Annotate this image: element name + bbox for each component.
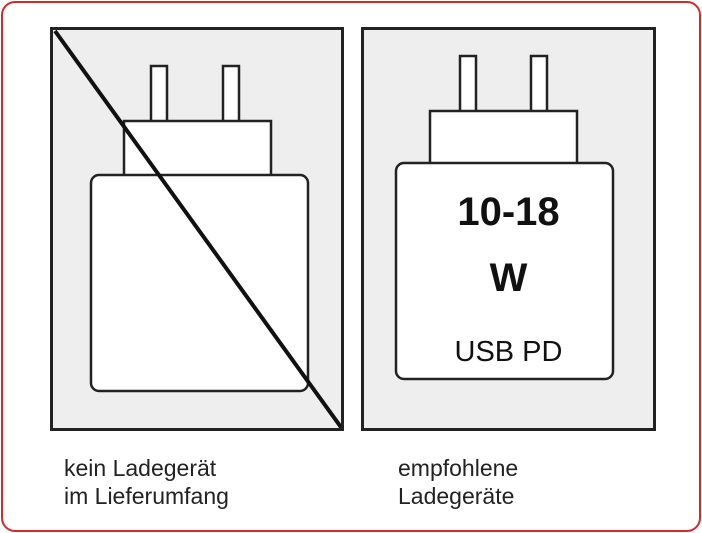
recommended-charger-panel: 10-18 W USB PD	[361, 27, 656, 431]
charger-neck	[122, 119, 273, 179]
standard-label: USB PD	[454, 336, 563, 368]
power-range: 10-18	[457, 190, 560, 234]
recommended-caption: empfohlene Ladegeräte	[398, 454, 518, 510]
caption-line: Ladegeräte	[398, 483, 515, 509]
charger-neck	[428, 109, 579, 167]
caption-line: empfohlene	[398, 455, 519, 481]
strike-through-line	[53, 30, 341, 428]
plug-prong-left	[149, 64, 169, 126]
power-unit: W	[489, 256, 528, 300]
charger-body	[394, 161, 615, 381]
charger-icon	[394, 54, 615, 381]
charger-body	[89, 173, 310, 393]
no-charger-panel	[50, 27, 344, 431]
no-charger-caption: kein Ladegerät im Lieferumfang	[64, 454, 229, 510]
caption-line: kein Ladegerät	[64, 455, 217, 481]
plug-prong-right	[529, 54, 549, 116]
charger-crossed-out-icon	[53, 30, 341, 428]
caption-line: im Lieferumfang	[64, 483, 229, 509]
plug-prong-right	[221, 64, 241, 126]
plug-prong-left	[458, 54, 478, 116]
